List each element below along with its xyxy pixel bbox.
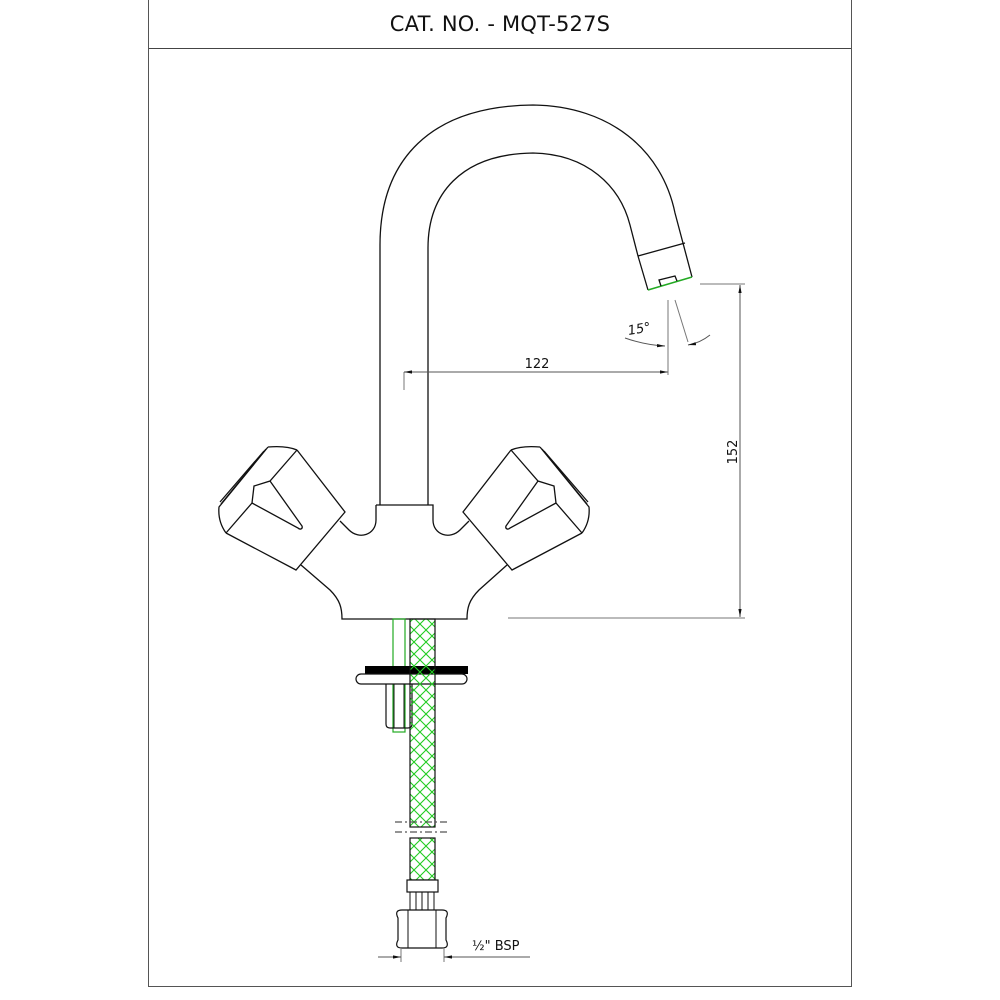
height-dimension-label: 152 [726,440,741,465]
left-handle[interactable] [218,445,346,571]
drawing-sheet: CAT. NO. - MQT-527S [148,0,852,987]
dimension-height [508,283,745,619]
title-block: CAT. NO. - MQT-527S [149,0,851,49]
right-handle[interactable] [462,445,590,571]
thread-dimension-label: ½" BSP [472,939,520,954]
catalog-number: CAT. NO. - MQT-527S [389,12,611,36]
tap-body [300,504,508,620]
dimension-angle [624,299,711,348]
angle-dimension-label: 15° [627,320,652,339]
braided-hose [395,618,450,949]
reach-dimension-label: 122 [525,357,550,372]
dimension-reach [403,300,669,390]
spout [379,104,693,505]
dimension-thread [378,948,530,962]
